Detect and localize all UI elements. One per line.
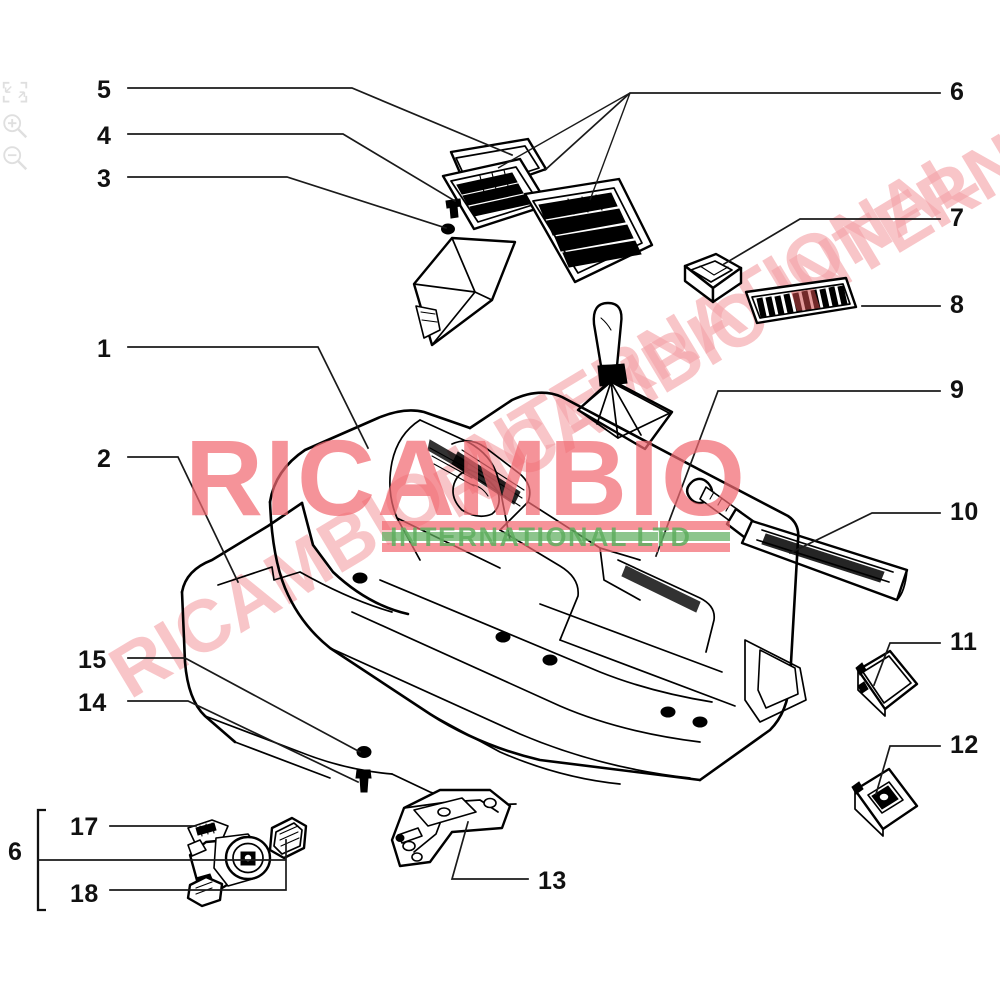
watermark-subtitle-text: INTERNATIONAL LTD	[390, 522, 691, 552]
leader-12	[874, 745, 941, 796]
callout-number-1[interactable]: 1	[97, 335, 112, 363]
part-lighter-bezel-ring	[268, 816, 308, 860]
part-console-front-cover	[412, 236, 517, 347]
callout-group-number-6[interactable]: 6	[8, 838, 23, 866]
callout-number-4[interactable]: 4	[97, 122, 112, 150]
leader-9	[654, 390, 941, 558]
part-handbrake-lever	[685, 477, 909, 602]
callout-number-3[interactable]: 3	[97, 165, 112, 193]
watermark-brand-text: RICAMBIO	[185, 417, 747, 538]
leader-14	[127, 700, 360, 784]
callout-number-7[interactable]: 7	[950, 204, 965, 232]
leader-10	[788, 512, 941, 555]
leader-3	[127, 176, 448, 230]
leader-6b	[589, 92, 631, 201]
callout-number-15[interactable]: 15	[78, 646, 107, 674]
leader-2	[127, 456, 240, 584]
callout-number-8[interactable]: 8	[950, 291, 965, 319]
leader-5	[127, 87, 514, 157]
part-nut-15	[356, 746, 372, 758]
leader-11	[872, 642, 941, 687]
leader-15	[127, 657, 362, 754]
leader-7	[722, 218, 941, 266]
fit-to-screen-icon[interactable]	[0, 78, 30, 110]
part-switch-blank-cover	[855, 649, 919, 717]
leader-13	[450, 820, 529, 880]
zoom-in-icon[interactable]	[0, 110, 30, 142]
part-gear-lever-knob-and-gaiter	[576, 301, 674, 451]
leader-1	[127, 346, 370, 450]
part-switch-with-button	[851, 767, 919, 837]
callout-number-17[interactable]: 17	[70, 813, 99, 841]
part-air-vent-grille-right	[523, 177, 654, 284]
callout-number-14[interactable]: 14	[78, 689, 107, 717]
zoom-out-icon[interactable]	[0, 142, 30, 174]
callout-number-12[interactable]: 12	[950, 731, 979, 759]
callout-number-11[interactable]: 11	[950, 628, 978, 656]
callout-number-13[interactable]: 13	[538, 867, 567, 895]
leader-18	[109, 839, 287, 891]
viewer-toolbar[interactable]	[0, 78, 34, 174]
callout-number-18[interactable]: 18	[70, 880, 99, 908]
part-lighter-plug-body	[186, 875, 224, 908]
callout-number-6[interactable]: 6	[950, 78, 965, 106]
part-mounting-bracket	[390, 788, 512, 868]
part-nut-3	[441, 223, 455, 235]
part-console-side-trim	[180, 501, 410, 779]
callout-number-2[interactable]: 2	[97, 445, 112, 473]
leader-6c	[497, 92, 631, 169]
part-louvre-grille-strip	[744, 276, 858, 325]
part-screw-14	[355, 769, 372, 793]
callout-number-5[interactable]: 5	[97, 76, 112, 104]
callout-number-10[interactable]: 10	[950, 498, 979, 526]
part-screw-4	[445, 198, 462, 219]
leader-4	[127, 133, 457, 203]
callout-number-9[interactable]: 9	[950, 376, 965, 404]
